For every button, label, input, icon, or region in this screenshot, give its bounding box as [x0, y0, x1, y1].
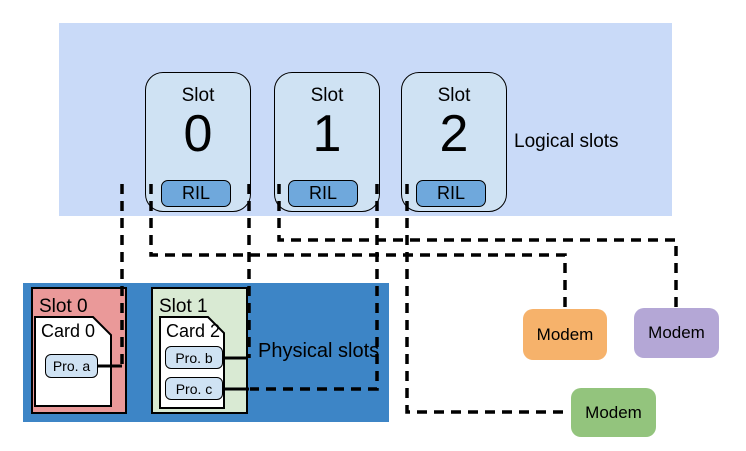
- logical-slot-1-label: Slot: [310, 85, 344, 106]
- logical-slots-container: Slot 0 Slot 1 Slot 2 RIL RIL RIL Logical…: [59, 23, 672, 216]
- logical-slot-2-label: Slot: [437, 85, 471, 106]
- physical-slot-0-title: Slot 0: [39, 296, 88, 317]
- logical-slot-2-number: 2: [439, 105, 469, 163]
- modem-purple: Modem: [634, 308, 719, 358]
- physical-slot-1-title: Slot 1: [159, 296, 208, 317]
- profile-c: Pro. c: [165, 377, 223, 400]
- logical-slots-caption: Logical slots: [514, 131, 619, 152]
- card-2-title: Card 2: [166, 321, 221, 341]
- card-0-title: Card 0: [41, 321, 96, 341]
- ril-box-0: RIL: [161, 180, 231, 207]
- logical-slot-1-number: 1: [312, 105, 342, 163]
- connector-slot2-to-modem-green: [405, 184, 570, 414]
- logical-slot-0-number: 0: [183, 105, 213, 163]
- modem-green: Modem: [571, 388, 656, 437]
- modem-orange: Modem: [523, 309, 607, 360]
- logical-slot-0-label: Slot: [181, 85, 215, 106]
- ril-box-1: RIL: [288, 180, 358, 207]
- ril-box-2: RIL: [416, 180, 486, 207]
- physical-slots-caption: Physical slots: [258, 340, 380, 362]
- profile-b: Pro. b: [165, 346, 223, 369]
- profile-a: Pro. a: [45, 354, 98, 378]
